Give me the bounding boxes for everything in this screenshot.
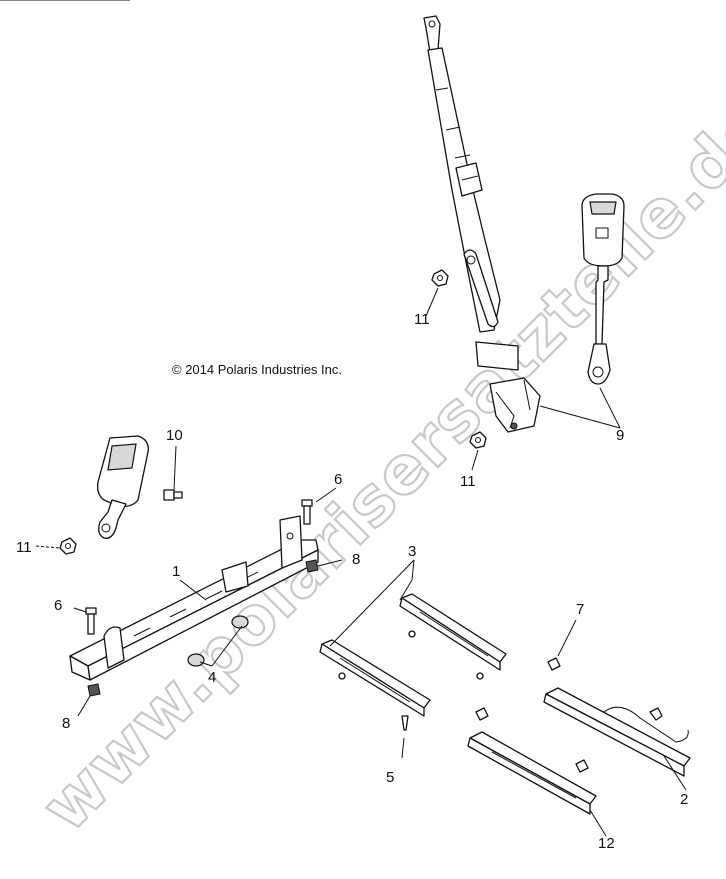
slider-rail [467,731,597,815]
callout-6-left: 6 [54,597,62,614]
callout-2: 2 [680,791,688,808]
callout-8-right: 8 [352,551,360,568]
callout-11-lower: 11 [460,473,476,490]
callout-labels: 1 2 3 4 5 6 6 7 8 8 9 10 11 11 11 12 [16,311,688,852]
seat-belt-retractor-assembly [423,15,541,433]
nut-11-upper [431,269,449,287]
slider-rail-with-lever [543,687,691,777]
callout-11-left: 11 [16,539,32,556]
nut-4 [187,615,249,667]
callout-3: 3 [408,543,416,560]
seat-track-lower [319,639,431,717]
bolt-10 [163,489,183,501]
bolt-6-top [301,499,313,525]
callout-1: 1 [172,563,180,580]
leader-lines [35,287,687,837]
clip-8-right [305,559,319,573]
seat-belt-buckle-left [96,435,149,539]
seat-base-frame [0,0,319,681]
nut-11-left [59,537,77,555]
callout-12: 12 [598,835,615,852]
bolt-6-left [85,607,97,635]
callout-4: 4 [208,669,216,686]
clip-8-left [87,683,101,697]
seat-track-upper [399,593,507,671]
callout-11-upper: 11 [414,311,430,328]
bolt-7 [475,657,589,773]
callout-9: 9 [616,427,624,444]
callout-5: 5 [386,769,394,786]
nut-11-lower [469,431,487,449]
callout-7: 7 [576,601,584,618]
screw-5 [338,630,484,731]
copyright-notice: © 2014 Polaris Industries Inc. [172,362,342,377]
callout-6-top: 6 [334,471,342,488]
seat-belt-buckle-right [581,193,625,385]
callout-8-left: 8 [62,715,70,732]
callout-10: 10 [166,427,183,444]
